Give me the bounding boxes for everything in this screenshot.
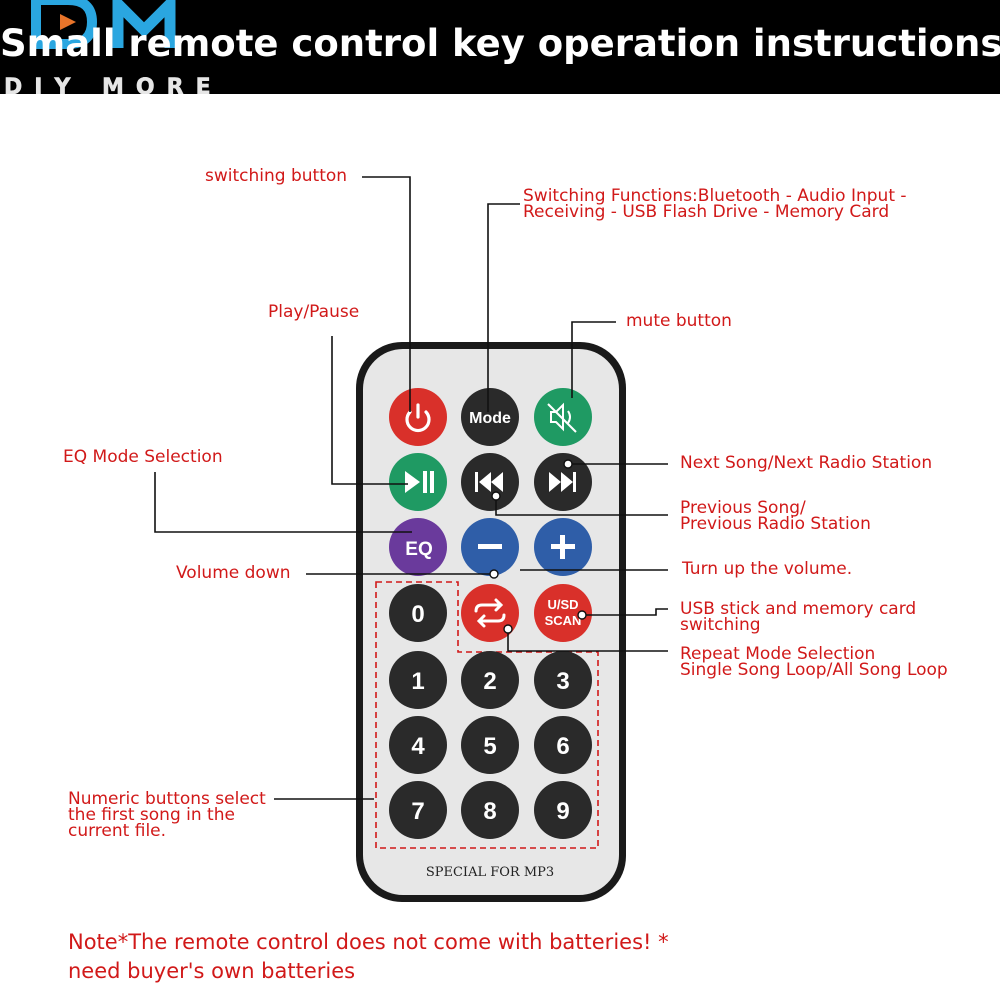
number-9-button[interactable]: 9 — [534, 781, 592, 839]
eq-button-label: EQ — [405, 539, 432, 560]
number-9-label: 9 — [556, 798, 569, 825]
header-bar: Small remote control key operation instr… — [0, 0, 1000, 94]
number-5-button[interactable]: 5 — [461, 716, 519, 774]
label-repeat-mode: Repeat Mode Selection Single Song Loop/A… — [680, 644, 948, 680]
repeat-icon — [474, 598, 506, 628]
number-4-label: 4 — [411, 733, 425, 760]
leader-mute — [571, 321, 616, 398]
previous-button[interactable] — [461, 453, 519, 511]
note-line2: need buyer's own batteries — [68, 959, 356, 983]
leader-repeat — [507, 629, 668, 652]
number-2-button[interactable]: 2 — [461, 651, 519, 709]
number-3-label: 3 — [556, 668, 569, 695]
label-repeat-line2: Single Song Loop/All Song Loop — [680, 660, 948, 680]
label-play-pause: Play/Pause — [268, 302, 360, 322]
label-repeat-line1: Repeat Mode Selection — [680, 644, 876, 664]
mute-icon — [547, 402, 577, 433]
label-volume-down: Volume down — [176, 563, 291, 583]
previous-icon — [475, 472, 503, 492]
scan-label: SCAN — [545, 613, 582, 628]
number-7-button[interactable]: 7 — [389, 781, 447, 839]
volume-up-button[interactable] — [534, 518, 592, 576]
label-functions-line2: Receiving - USB Flash Drive - Memory Car… — [523, 202, 890, 222]
repeat-button[interactable] — [461, 584, 519, 642]
next-button[interactable] — [534, 453, 592, 511]
number-2-label: 2 — [483, 668, 496, 695]
volume-down-button[interactable] — [461, 518, 519, 576]
play-pause-button[interactable] — [389, 453, 447, 511]
play-pause-icon — [405, 471, 434, 493]
number-3-button[interactable]: 3 — [534, 651, 592, 709]
label-numeric-line2: the first song in the — [68, 805, 235, 825]
page-title: Small remote control key operation instr… — [0, 22, 1000, 65]
note-line1: Note*The remote control does not come wi… — [68, 930, 669, 954]
leader-usb — [582, 608, 668, 616]
label-numeric-line3: current file. — [68, 821, 167, 841]
label-switching-button: switching button — [205, 166, 348, 186]
leader-dots — [489, 459, 587, 634]
label-usb-line2: switching — [680, 615, 761, 635]
label-switching-functions: Switching Functions:Bluetooth - Audio In… — [523, 186, 907, 222]
eq-button[interactable]: EQ — [389, 518, 447, 576]
leader-lines — [154, 176, 668, 800]
number-1-button[interactable]: 1 — [389, 651, 447, 709]
label-numeric-buttons: Numeric buttons select the first song in… — [68, 789, 266, 841]
logo-subtext: DIY MORE — [4, 75, 223, 100]
number-1-label: 1 — [411, 668, 424, 695]
label-mute-button: mute button — [626, 311, 732, 331]
number-7-label: 7 — [411, 798, 424, 825]
label-previous-line1: Previous Song/ — [680, 498, 806, 518]
power-icon — [405, 403, 431, 433]
leader-play-pause — [331, 336, 408, 485]
label-volume-up: Turn up the volume. — [682, 559, 853, 579]
usb-sd-label: U/SD — [547, 597, 578, 612]
number-8-button[interactable]: 8 — [461, 781, 519, 839]
mode-button-label: Mode — [469, 410, 511, 427]
leader-previous — [495, 496, 668, 516]
label-previous-line2: Previous Radio Station — [680, 514, 871, 534]
battery-note: Note*The remote control does not come wi… — [68, 928, 669, 986]
label-previous-song: Previous Song/ Previous Radio Station — [680, 498, 871, 534]
label-eq-mode: EQ Mode Selection — [63, 447, 223, 467]
leader-switching — [362, 176, 411, 412]
leader-functions — [487, 203, 520, 412]
number-0-button[interactable]: 0 — [389, 584, 447, 642]
mode-button[interactable]: Mode — [461, 388, 519, 446]
usb-sd-scan-button[interactable]: U/SD SCAN — [534, 584, 592, 642]
minus-icon — [478, 544, 502, 549]
remote-footer-text: SPECIAL FOR MP3 — [426, 865, 554, 880]
number-6-button[interactable]: 6 — [534, 716, 592, 774]
plus-icon — [551, 535, 575, 559]
label-next-song: Next Song/Next Radio Station — [680, 453, 933, 473]
label-usb-switching: USB stick and memory card switching — [680, 599, 917, 635]
label-numeric-line1: Numeric buttons select — [68, 789, 266, 809]
next-icon — [549, 472, 576, 492]
number-0-label: 0 — [411, 601, 424, 628]
numeric-area-outline — [375, 581, 599, 849]
number-4-button[interactable]: 4 — [389, 716, 447, 774]
number-5-label: 5 — [483, 733, 496, 760]
label-functions-line1: Switching Functions:Bluetooth - Audio In… — [523, 186, 907, 206]
power-button[interactable] — [389, 388, 447, 446]
number-6-label: 6 — [556, 733, 569, 760]
leader-eq — [154, 472, 412, 533]
number-8-label: 8 — [483, 798, 496, 825]
mute-button[interactable] — [534, 388, 592, 446]
dm-logo — [31, 0, 176, 49]
label-usb-line1: USB stick and memory card — [680, 599, 917, 619]
